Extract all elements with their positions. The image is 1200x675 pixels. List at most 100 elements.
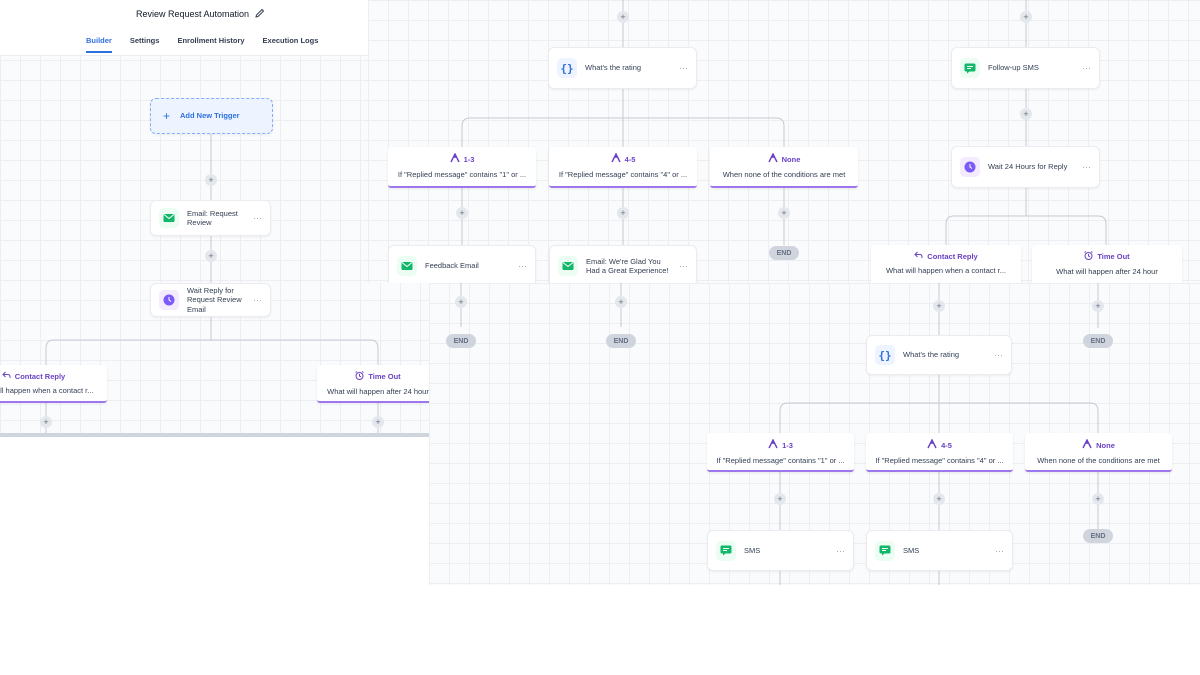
end-marker: END: [1083, 529, 1113, 543]
email-glad-experience-node[interactable]: Email: We're Glad You Had a Great Experi…: [549, 245, 697, 283]
branch-subtitle: What will happen after 24 hour: [1056, 267, 1158, 276]
more-icon[interactable]: ···: [836, 545, 845, 556]
branch-icon: [927, 438, 937, 451]
sms-node[interactable]: SMS ···: [707, 530, 854, 571]
add-step-button[interactable]: +: [205, 174, 217, 186]
more-icon[interactable]: ···: [253, 295, 262, 305]
reply-icon: [914, 251, 923, 261]
more-icon[interactable]: ···: [994, 350, 1003, 360]
add-step-button[interactable]: +: [617, 11, 629, 23]
node-label: SMS: [903, 545, 920, 555]
add-step-button[interactable]: +: [1092, 300, 1104, 312]
mail-icon: [558, 256, 578, 276]
branch-icon: [610, 152, 621, 165]
branch-icon: [1082, 438, 1092, 451]
end-marker: END: [606, 334, 636, 348]
more-icon[interactable]: ···: [995, 545, 1004, 556]
workflow-title: Review Request Automation: [136, 9, 250, 19]
node-label: SMS: [744, 545, 761, 555]
add-step-button[interactable]: +: [40, 416, 52, 428]
branch-subtitle: If "Replied message" contains "4" or ...: [875, 456, 1004, 465]
sms-node[interactable]: SMS ···: [866, 530, 1013, 571]
add-step-button[interactable]: +: [205, 250, 217, 262]
workflow-canvas-branch-view[interactable]: + + {} What's the rating ··· Follow-up S…: [368, 0, 1200, 283]
branch-icon: [768, 438, 778, 451]
followup-sms-node[interactable]: Follow-up SMS ···: [951, 47, 1100, 89]
branch-subtitle: What will happen after 24 hour: [327, 387, 429, 396]
rating-condition-node[interactable]: {} What's the rating ···: [548, 47, 697, 89]
condition-branch-none[interactable]: None When none of the conditions are met: [710, 147, 858, 188]
node-label: Wait 24 Hours for Reply: [988, 162, 1068, 172]
add-step-button[interactable]: +: [778, 207, 790, 219]
more-icon[interactable]: ···: [1082, 63, 1091, 73]
node-label: Email: Request Review: [187, 208, 238, 227]
rating-condition-node[interactable]: {} What's the rating ···: [866, 335, 1012, 375]
branch-title: 1-3: [782, 440, 793, 450]
node-label: Wait Reply for Request Review Email: [187, 285, 242, 314]
condition-branch-1-3[interactable]: 1-3 If "Replied message" contains "1" or…: [388, 147, 536, 188]
alarm-icon: [355, 371, 365, 382]
branch-contact-reply[interactable]: Contact Reply What will happen when a co…: [871, 245, 1021, 283]
email-request-review-node[interactable]: Email: Request Review ···: [150, 200, 271, 236]
add-step-button[interactable]: +: [456, 207, 468, 219]
trigger-label: Add New Trigger: [180, 111, 240, 121]
branch-icon: [767, 152, 778, 165]
more-icon[interactable]: ···: [253, 213, 262, 223]
branch-contact-reply[interactable]: Contact Reply What will happen when a co…: [0, 365, 107, 403]
condition-branch-4-5[interactable]: 4-5 If "Replied message" contains "4" or…: [549, 147, 697, 188]
branch-time-out[interactable]: Time Out What will happen after 24 hour: [1032, 245, 1182, 283]
wait-24-hours-node[interactable]: Wait 24 Hours for Reply ···: [951, 146, 1100, 188]
workflow-canvas-main[interactable]: Review Request Automation Builder Settin…: [0, 0, 429, 437]
more-icon[interactable]: ···: [1082, 162, 1091, 172]
wait-reply-node[interactable]: Wait Reply for Request Review Email ···: [150, 283, 271, 317]
add-step-button[interactable]: +: [615, 296, 627, 308]
branch-subtitle: If "Replied message" contains "1" or ...: [397, 170, 527, 179]
reply-icon: [2, 371, 11, 381]
add-step-button[interactable]: +: [455, 296, 467, 308]
tab-enrollment-history[interactable]: Enrollment History: [177, 36, 245, 45]
more-icon[interactable]: ···: [518, 261, 527, 271]
condition-branch-none[interactable]: None When none of the conditions are met: [1025, 433, 1172, 472]
condition-branch-4-5[interactable]: 4-5 If "Replied message" contains "4" or…: [866, 433, 1013, 472]
end-marker: END: [1083, 334, 1113, 348]
mail-icon: [159, 208, 179, 228]
node-label: Follow-up SMS: [988, 63, 1039, 73]
branch-subtitle: When none of the conditions are met: [1037, 456, 1160, 465]
mail-icon: [397, 256, 417, 276]
branch-title: 4-5: [624, 154, 636, 164]
branch-subtitle: If "Replied message" contains "4" or ...: [558, 170, 688, 179]
add-step-button[interactable]: +: [933, 493, 945, 505]
tab-bar: Builder Settings Enrollment History Exec…: [86, 36, 318, 53]
pencil-icon[interactable]: [255, 8, 265, 20]
branch-title: None: [781, 154, 801, 164]
braces-icon: {}: [875, 345, 895, 365]
add-step-button[interactable]: +: [1092, 493, 1104, 505]
more-icon[interactable]: ···: [679, 261, 688, 271]
condition-branch-1-3[interactable]: 1-3 If "Replied message" contains "1" or…: [707, 433, 854, 472]
branch-subtitle: What will happen when a contact r...: [0, 386, 94, 395]
alarm-icon: [1084, 251, 1094, 262]
add-step-button[interactable]: +: [617, 207, 629, 219]
add-step-button[interactable]: +: [1020, 108, 1032, 120]
node-label: What's the rating: [585, 63, 642, 73]
end-marker: END: [769, 246, 799, 260]
page-title: Review Request Automation: [136, 8, 265, 20]
add-step-button[interactable]: +: [372, 416, 384, 428]
branch-title: Contact Reply: [14, 371, 66, 381]
add-trigger-button[interactable]: + Add New Trigger: [150, 98, 273, 134]
add-step-button[interactable]: +: [933, 300, 945, 312]
clock-icon: [159, 290, 179, 310]
branch-subtitle: When none of the conditions are met: [722, 170, 846, 179]
more-icon[interactable]: ···: [679, 63, 688, 73]
branch-subtitle: What will happen when a contact r...: [885, 266, 1007, 275]
tab-builder[interactable]: Builder: [86, 36, 112, 53]
feedback-email-node[interactable]: Feedback Email ···: [388, 245, 536, 283]
add-step-button[interactable]: +: [774, 493, 786, 505]
clock-icon: [960, 157, 980, 177]
connector-lines: [461, 0, 1107, 245]
tab-execution-logs[interactable]: Execution Logs: [262, 36, 319, 45]
workflow-canvas-detail-view[interactable]: + + + + END END END {} What's the rating…: [429, 283, 1200, 585]
tab-settings[interactable]: Settings: [129, 36, 160, 45]
branch-time-out[interactable]: Time Out What will happen after 24 hour: [317, 365, 429, 403]
add-step-button[interactable]: +: [1020, 11, 1032, 23]
